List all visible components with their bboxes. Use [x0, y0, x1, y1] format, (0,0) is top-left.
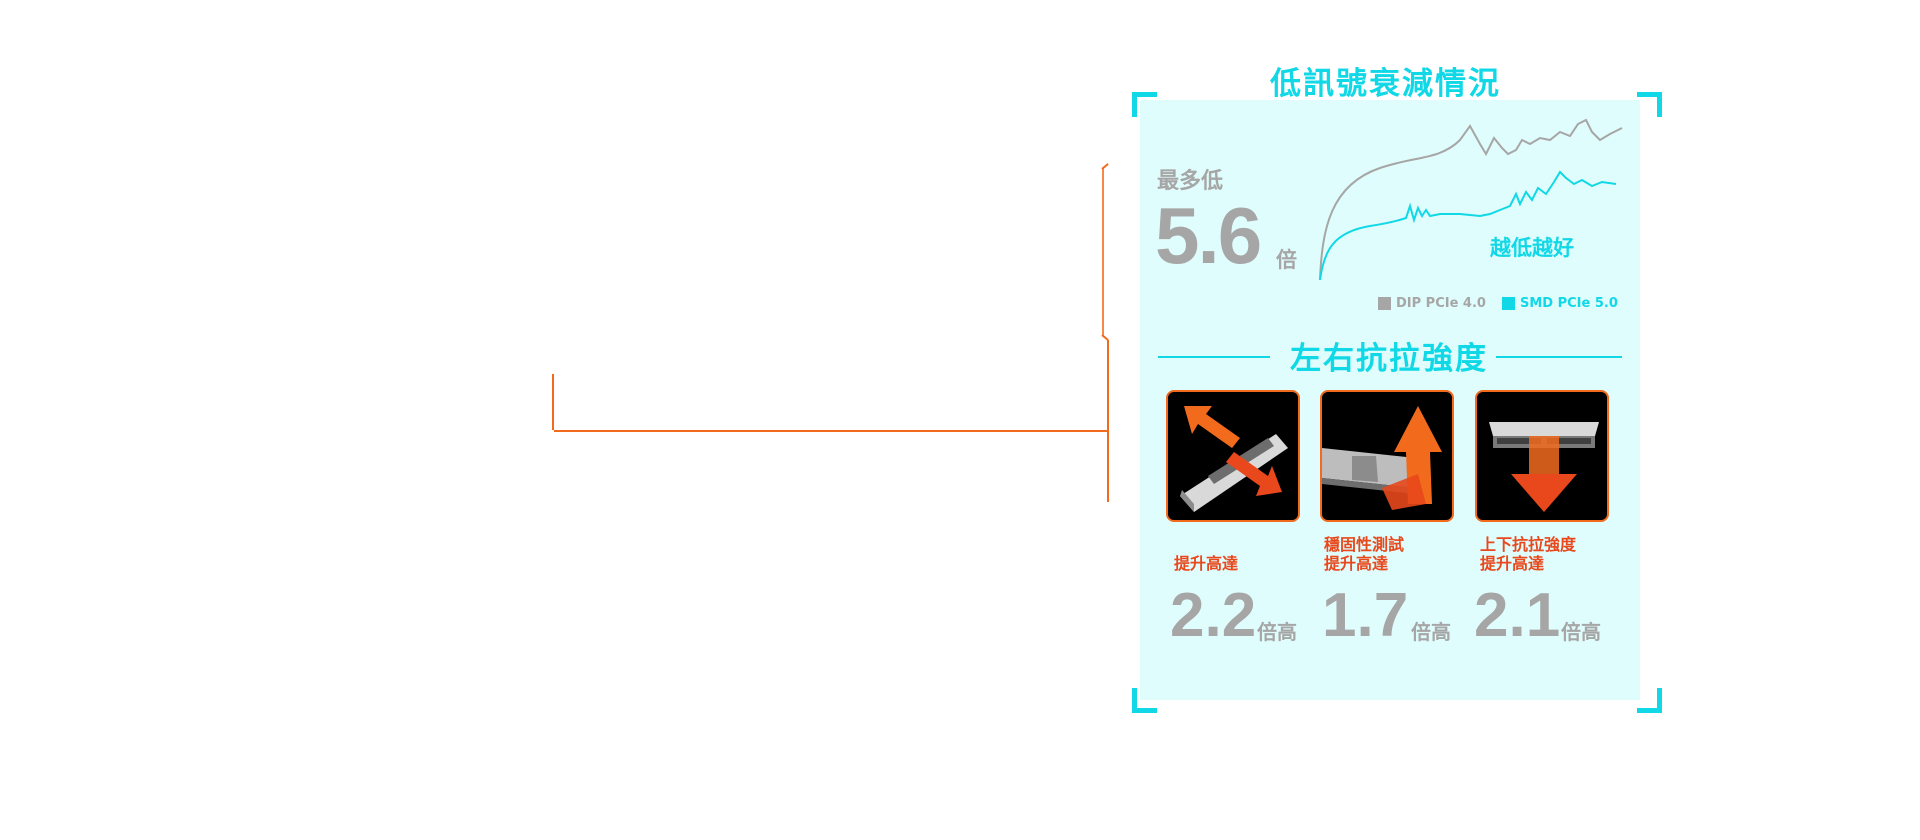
connector-bracket-bottom: [1101, 334, 1109, 341]
legend-dip-swatch: [1378, 297, 1391, 310]
strength-section-title: 左右抗拉強度: [1290, 341, 1488, 377]
dip-pcie4-curve: [1319, 118, 1623, 281]
signal-annotation: 越低越好: [1490, 236, 1574, 260]
signal-unit: 倍: [1276, 248, 1297, 272]
signal-prefix: 最多低: [1157, 169, 1224, 194]
stat-value-vertical-down: 2.1: [1474, 581, 1561, 650]
connector-bracket: [1102, 168, 1104, 336]
stat-value-horizontal: 2.2: [1170, 581, 1257, 650]
section-divider-left: [1158, 356, 1270, 358]
connector-bracket-top: [1101, 163, 1109, 170]
upward-pull-arrow-icon: [1322, 406, 1442, 510]
connector-vertical-right: [1107, 340, 1109, 502]
corner-bracket-top-left: [1132, 92, 1157, 117]
strength-tile-vertical-up: [1320, 390, 1454, 522]
stat-label-horizontal-line2: 提升高達: [1174, 554, 1239, 573]
stat-label-vertical-up-line1: 穩固性測試: [1324, 535, 1405, 554]
legend-dip-label: DIP PCIe 4.0: [1396, 296, 1486, 311]
corner-bracket-bottom-left: [1132, 688, 1157, 713]
stat-label-vertical-up-line2: 提升高達: [1324, 554, 1389, 573]
stat-unit-vertical-up: 倍高: [1411, 620, 1451, 644]
legend-smd-label: SMD PCIe 5.0: [1520, 296, 1618, 311]
connector-vertical-left: [552, 374, 554, 430]
horizontal-pull-arrows-icon: [1180, 406, 1288, 512]
stat-label-vertical-down-line1: 上下抗拉強度: [1480, 535, 1577, 554]
legend-smd-swatch: [1502, 297, 1515, 310]
strength-tile-horizontal: [1166, 390, 1300, 522]
stat-value-vertical-up: 1.7: [1322, 581, 1409, 650]
corner-bracket-bottom-right: [1637, 688, 1662, 713]
stat-unit-vertical-down: 倍高: [1561, 620, 1601, 644]
signal-section-title: 低訊號衰減情況: [1270, 66, 1501, 102]
stat-label-horizontal: 提升高達: [1174, 554, 1238, 573]
stat-label-vertical-down: 上下抗拉強度 提升高達: [1480, 535, 1576, 573]
smd-pcie5-curve: [1319, 170, 1617, 281]
stat-label-vertical-up: 穩固性測試 提升高達: [1324, 535, 1404, 573]
section-divider-right: [1496, 356, 1622, 358]
signal-attenuation-graph: [1319, 118, 1623, 281]
stat-unit-horizontal: 倍高: [1257, 620, 1297, 644]
stat-label-vertical-down-line2: 提升高達: [1480, 554, 1545, 573]
legend-smd: SMD PCIe 5.0: [1502, 296, 1618, 311]
strength-tile-vertical-down: [1475, 390, 1609, 522]
corner-bracket-top-right: [1637, 92, 1662, 117]
downward-pull-arrow-icon: [1489, 422, 1599, 512]
connector-horizontal: [554, 430, 1108, 432]
signal-value: 5.6: [1155, 191, 1262, 280]
legend-dip: DIP PCIe 4.0: [1378, 296, 1486, 311]
